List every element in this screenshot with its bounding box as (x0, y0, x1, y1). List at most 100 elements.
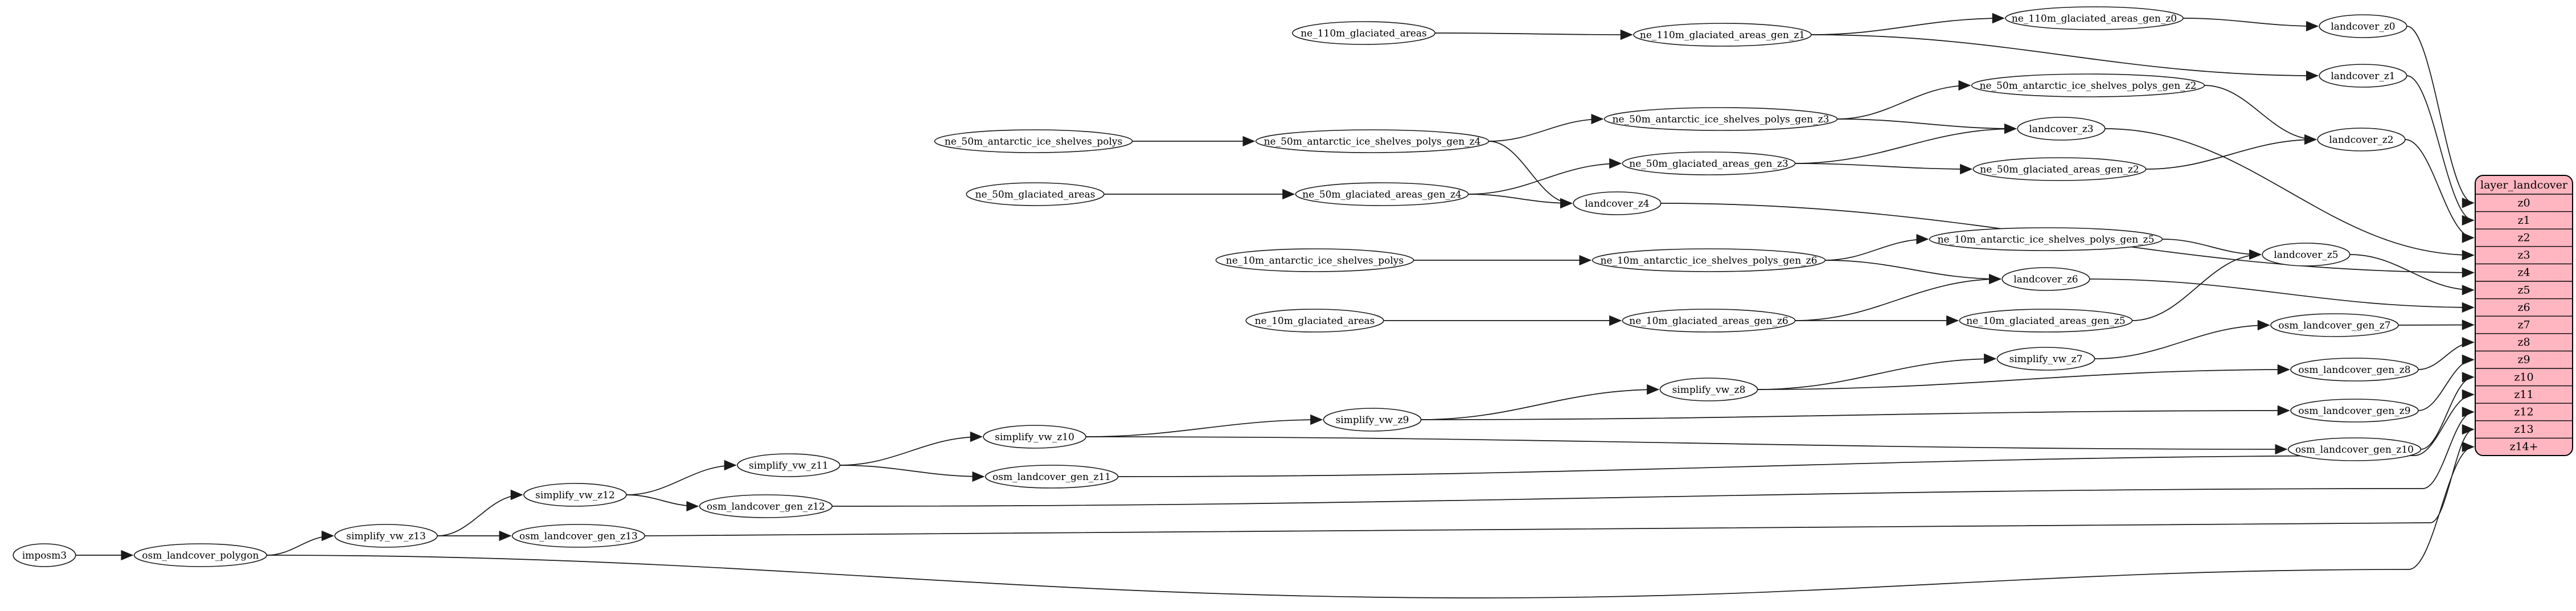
node-ellipse-simplify_vw_z12 (523, 483, 627, 507)
table-layer_landcover: layer_landcoverz0z1z2z3z4z5z6z7z8z9z10z1… (2475, 175, 2573, 456)
node-label-ne_110m_glaciated_areas_gen_z1: ne_110m_glaciated_areas_gen_z1 (1640, 30, 1805, 41)
table-row-z10: z10 (2514, 371, 2533, 383)
node-ellipse-ne_50m_antarctic_ice_shelves_polys_gen_z4 (1255, 129, 1490, 153)
node-label-landcover_z4: landcover_z4 (1585, 198, 1649, 210)
node-landcover_z6: landcover_z6 (2001, 267, 2090, 291)
edge-osm_landcover_gen_z7-to-layer-row-z7 (2398, 319, 2475, 330)
node-landcover_z3: landcover_z3 (2017, 117, 2106, 141)
table-row-z7: z7 (2517, 319, 2530, 331)
node-label-ne_50m_glaciated_areas_gen_z3: ne_50m_glaciated_areas_gen_z3 (1629, 158, 1788, 170)
node-label-simplify_vw_z11: simplify_vw_z11 (749, 460, 828, 471)
node-ellipse-landcover_z6 (2001, 267, 2090, 291)
node-ellipse-imposm3 (13, 543, 76, 567)
node-ellipse-landcover_z0 (2319, 14, 2407, 38)
edge-ne_50m_antarctic_ice_shelves_polys_gen_z3-to-ne_50m_antarctic_ice_shelves_polys_gen_z2 (1837, 80, 1971, 120)
node-label-landcover_z1: landcover_z1 (2331, 71, 2395, 82)
node-ellipse-simplify_vw_z11 (737, 453, 840, 477)
node-ne_50m_glaciated_areas: ne_50m_glaciated_areas (966, 182, 1105, 206)
edge-ne_10m_glaciated_areas_gen_z6-to-landcover_z6 (1795, 273, 2002, 321)
node-ne_50m_glaciated_areas_gen_z4: ne_50m_glaciated_areas_gen_z4 (1295, 182, 1469, 206)
node-label-landcover_z3: landcover_z3 (2029, 124, 2093, 135)
edge-osm_landcover_gen_z10-to-layer-row-z10 (2421, 372, 2475, 450)
node-ellipse-ne_10m_glaciated_areas_gen_z5 (1959, 309, 2133, 333)
table-row-z3: z3 (2517, 249, 2530, 261)
node-simplify_vw_z10: simplify_vw_z10 (983, 425, 1086, 449)
node-label-osm_landcover_gen_z12: osm_landcover_gen_z12 (707, 501, 825, 512)
edge-ne_50m_glaciated_areas_gen_z4-to-ne_50m_glaciated_areas_gen_z3 (1468, 158, 1622, 195)
node-ellipse-osm_landcover_gen_z10 (2287, 437, 2422, 461)
edge-osm_landcover_polygon-to-layer-row-z14+ (266, 441, 2475, 598)
node-landcover_z4: landcover_z4 (1573, 191, 1662, 215)
node-ellipse-osm_landcover_gen_z7 (2270, 313, 2399, 337)
node-simplify_vw_z12: simplify_vw_z12 (523, 483, 627, 507)
node-ellipse-osm_landcover_gen_z12 (699, 494, 833, 518)
node-osm_landcover_gen_z7: osm_landcover_gen_z7 (2270, 313, 2399, 337)
node-ellipse-landcover_z2 (2317, 128, 2406, 151)
table-row-z14+: z14+ (2509, 441, 2538, 453)
nodes-layer: imposm3 osm_landcover_polygon simplify_vw_… (13, 6, 2422, 567)
edge-landcover_z1-to-layer-row-z1 (2406, 75, 2475, 225)
node-label-simplify_vw_z7: simplify_vw_z7 (2009, 354, 2083, 365)
node-label-osm_landcover_gen_z13: osm_landcover_gen_z13 (519, 531, 638, 542)
node-ellipse-osm_landcover_polygon (133, 543, 268, 567)
table-row-z11: z11 (2514, 388, 2533, 401)
edge-simplify_vw_z10-to-osm_landcover_gen_z10 (1085, 436, 2288, 455)
node-label-ne_50m_antarctic_ice_shelves_polys_gen_z2: ne_50m_antarctic_ice_shelves_polys_gen_z… (1980, 80, 2197, 92)
edge-osm_landcover_gen_z8-to-layer-row-z8 (2418, 337, 2475, 370)
edge-ne_10m_antarctic_ice_shelves_polys_gen_z6-to-landcover_z6 (1825, 260, 2002, 285)
node-ellipse-ne_50m_glaciated_areas_gen_z3 (1622, 151, 1796, 175)
node-ne_10m_glaciated_areas_gen_z5: ne_10m_glaciated_areas_gen_z5 (1959, 309, 2133, 333)
table-row-z1: z1 (2517, 214, 2530, 227)
edge-osm_landcover_gen_z12-to-layer-row-z12 (832, 407, 2475, 507)
node-label-ne_10m_antarctic_ice_shelves_polys: ne_10m_antarctic_ice_shelves_polys (1226, 255, 1404, 266)
table-row-z13: z13 (2514, 423, 2533, 436)
node-ne_50m_antarctic_ice_shelves_polys_gen_z2: ne_50m_antarctic_ice_shelves_polys_gen_z… (1971, 73, 2205, 97)
node-osm_landcover_gen_z12: osm_landcover_gen_z12 (699, 494, 833, 518)
node-ne_50m_glaciated_areas_gen_z3: ne_50m_glaciated_areas_gen_z3 (1622, 151, 1796, 175)
edge-landcover_z6-to-layer-row-z6 (2089, 278, 2475, 313)
node-ellipse-ne_10m_antarctic_ice_shelves_polys_gen_z6 (1591, 248, 1826, 272)
edge-osm_landcover_gen_z9-to-layer-row-z9 (2418, 354, 2475, 411)
node-ellipse-landcover_z5 (2262, 243, 2351, 266)
node-osm_landcover_gen_z8: osm_landcover_gen_z8 (2290, 358, 2419, 382)
node-ellipse-ne_110m_glaciated_areas_gen_z1 (1633, 23, 1812, 47)
node-ellipse-landcover_z1 (2319, 64, 2407, 88)
node-ellipse-ne_50m_antarctic_ice_shelves_polys_gen_z2 (1971, 73, 2205, 97)
node-label-imposm3: imposm3 (22, 550, 67, 561)
table-row-z6: z6 (2517, 301, 2530, 314)
edge-landcover_z0-to-layer-row-z0 (2406, 26, 2475, 208)
node-label-ne_110m_glaciated_areas: ne_110m_glaciated_areas (1301, 28, 1427, 39)
edges-layer (75, 13, 2475, 598)
node-ellipse-ne_50m_glaciated_areas_gen_z2 (1972, 157, 2147, 181)
node-simplify_vw_z7: simplify_vw_z7 (1996, 347, 2095, 371)
node-label-ne_50m_antarctic_ice_shelves_polys: ne_50m_antarctic_ice_shelves_polys (945, 136, 1122, 147)
node-label-simplify_vw_z9: simplify_vw_z9 (1336, 415, 1409, 426)
node-ne_50m_antarctic_ice_shelves_polys_gen_z4: ne_50m_antarctic_ice_shelves_polys_gen_z… (1255, 129, 1490, 153)
table-row-z4: z4 (2517, 266, 2530, 279)
node-osm_landcover_polygon: osm_landcover_polygon (133, 543, 268, 567)
node-ellipse-ne_50m_glaciated_areas_gen_z4 (1295, 182, 1469, 206)
table-row-z9: z9 (2517, 354, 2530, 366)
node-label-ne_50m_antarctic_ice_shelves_polys_gen_z4: ne_50m_antarctic_ice_shelves_polys_gen_z… (1264, 136, 1481, 147)
table-row-z5: z5 (2517, 284, 2530, 296)
node-osm_landcover_gen_z9: osm_landcover_gen_z9 (2290, 399, 2419, 423)
node-label-simplify_vw_z12: simplify_vw_z12 (535, 490, 615, 501)
edge-ne_110m_glaciated_areas-to-ne_110m_glaciated_areas_gen_z1 (1435, 29, 1633, 40)
node-ellipse-ne_10m_glaciated_areas_gen_z6 (1622, 309, 1796, 333)
node-ne_10m_antarctic_ice_shelves_polys_gen_z5: ne_10m_antarctic_ice_shelves_polys_gen_z… (1929, 227, 2163, 251)
edge-ne_50m_glaciated_areas_gen_z3-to-landcover_z3 (1795, 123, 2017, 164)
node-ne_110m_glaciated_areas_gen_z1: ne_110m_glaciated_areas_gen_z1 (1633, 23, 1812, 47)
edge-simplify_vw_z12-to-osm_landcover_gen_z12 (626, 494, 699, 512)
node-label-ne_50m_glaciated_areas: ne_50m_glaciated_areas (975, 189, 1096, 200)
node-label-ne_10m_antarctic_ice_shelves_polys_gen_z6: ne_10m_antarctic_ice_shelves_polys_gen_z… (1601, 255, 1818, 266)
edge-ne_50m_glaciated_areas_gen_z4-to-landcover_z4 (1468, 194, 1573, 209)
node-label-ne_10m_glaciated_areas_gen_z6: ne_10m_glaciated_areas_gen_z6 (1629, 315, 1788, 327)
node-landcover_z2: landcover_z2 (2317, 128, 2406, 151)
edge-ne_110m_glaciated_areas_gen_z0-to-landcover_z0 (2183, 18, 2319, 32)
node-simplify_vw_z11: simplify_vw_z11 (737, 453, 840, 477)
edge-simplify_vw_z9-to-osm_landcover_gen_z9 (1421, 405, 2290, 420)
edge-ne_50m_glaciated_areas_gen_z3-to-ne_50m_glaciated_areas_gen_z2 (1795, 163, 1973, 175)
node-label-simplify_vw_z10: simplify_vw_z10 (995, 432, 1074, 443)
